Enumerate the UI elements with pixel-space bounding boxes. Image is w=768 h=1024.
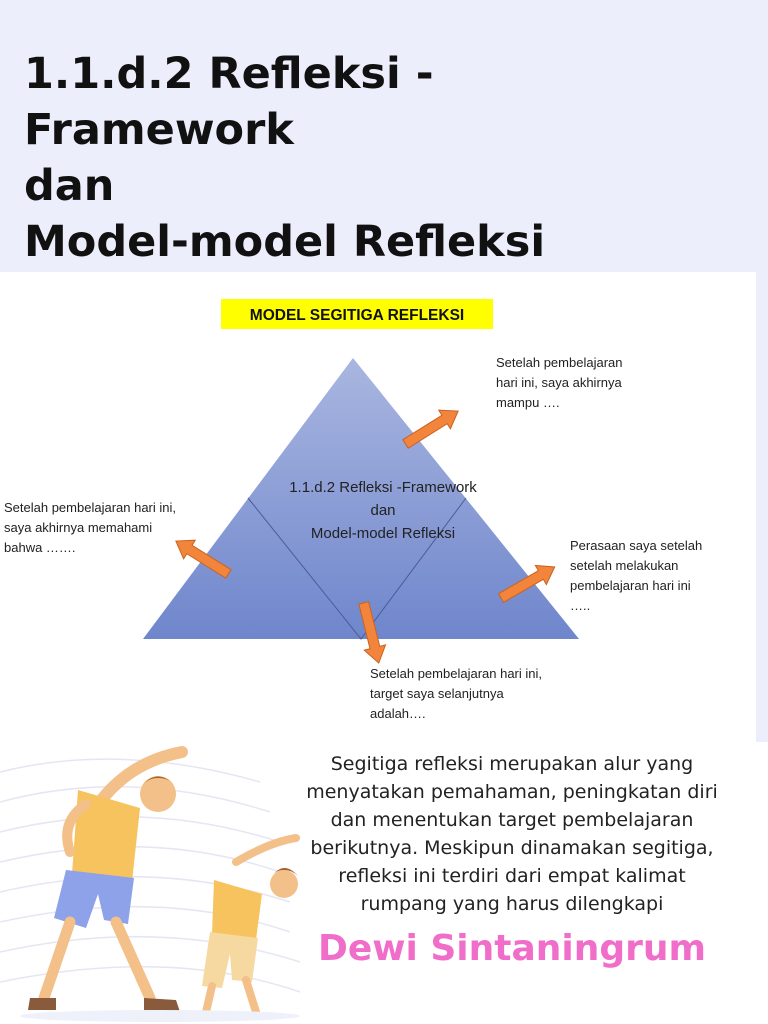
arrow-top-right-icon — [402, 409, 459, 449]
adult-figure-icon — [28, 746, 188, 1012]
slide-heading: MODEL SEGITIGA REFLEKSI — [250, 307, 464, 324]
prompt-right-line-1: Perasaan saya setelah — [570, 538, 702, 553]
title-line-3: dan — [24, 161, 115, 211]
heading-highlight — [221, 299, 493, 329]
description-line-2: menyatakan pemahaman, peningkatan diri — [306, 781, 718, 803]
title-line-1: 1.1.d.2 Refleksi - — [24, 49, 434, 99]
prompt-right-line-3: pembelajaran hari ini — [570, 578, 691, 593]
page-title: 1.1.d.2 Refleksi - Framework dan Model-m… — [24, 46, 744, 270]
floor-shadow — [20, 1010, 300, 1022]
prompt-left-line-2: saya akhirnya memahami — [4, 520, 152, 535]
description-text: Segitiga refleksi merupakan alur yang me… — [282, 750, 742, 918]
background-curves — [0, 758, 301, 993]
arrow-right-icon — [497, 564, 556, 604]
reflection-triangle — [143, 358, 579, 639]
prompt-bottom-line-1: Setelah pembelajaran hari ini, — [370, 666, 542, 681]
prompt-bottom-line-2: target saya selanjutnya — [370, 686, 504, 701]
author-name: Dewi Sintaningrum — [317, 928, 707, 969]
prompt-top-right-line-2: hari ini, saya akhirnya — [496, 375, 622, 390]
description-line-3: dan menentukan target pembelajaran — [330, 809, 694, 831]
prompt-right-line-2: setelah melakukan — [570, 558, 678, 573]
prompt-left-line-3: bahwa ……. — [4, 540, 76, 555]
triangle-center-line-3: Model-model Refleksi — [311, 525, 455, 542]
prompt-top-right-line-1: Setelah pembelajaran — [496, 355, 622, 370]
arrow-left-icon — [175, 539, 232, 579]
prompt-bottom-line-3: adalah…. — [370, 706, 426, 721]
reflection-triangle-slide: MODEL SEGITIGA REFLEKSI 1.1.d.2 Refleksi… — [0, 272, 756, 742]
prompt-left-line-1: Setelah pembelajaran hari ini, — [4, 500, 176, 515]
stretching-people-illustration — [0, 746, 301, 1022]
child-figure-icon — [202, 834, 300, 1016]
description-line-1: Segitiga refleksi merupakan alur yang — [330, 753, 694, 775]
description-line-5: refleksi ini terdiri dari empat kalimat — [338, 865, 686, 887]
title-line-2: Framework — [24, 105, 294, 155]
arrow-bottom-icon — [358, 601, 387, 664]
triangle-center-line-1: 1.1.d.2 Refleksi -Framework — [289, 479, 477, 496]
triangle-center-line-2: dan — [370, 502, 395, 519]
prompt-right-line-4: ….. — [570, 598, 590, 613]
inner-triangle-lines — [247, 497, 467, 640]
description-line-4: berikutnya. Meskipun dinamakan segitiga, — [310, 837, 714, 859]
title-line-4: Model-model Refleksi — [24, 217, 546, 267]
prompt-top-right-line-3: mampu …. — [496, 395, 560, 410]
triangle-diagram: MODEL SEGITIGA REFLEKSI 1.1.d.2 Refleksi… — [4, 299, 702, 721]
description-line-6: rumpang yang harus dilengkapi — [360, 893, 664, 915]
lower-section — [0, 742, 768, 1024]
